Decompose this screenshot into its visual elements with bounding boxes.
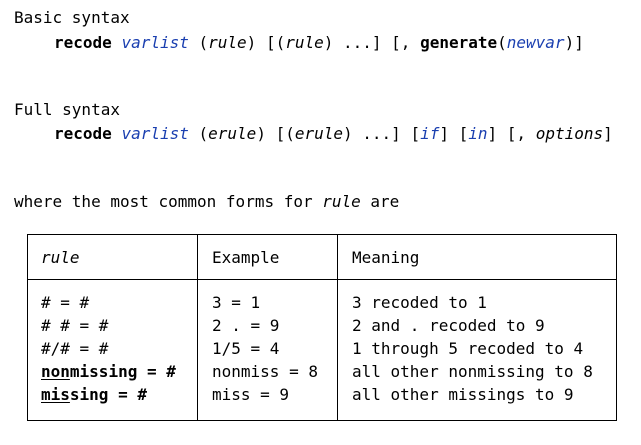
- erule-placeholder: erule: [208, 124, 257, 143]
- paren-mid: ) [(: [246, 33, 286, 52]
- full-syntax-heading: Full syntax: [14, 100, 120, 119]
- table-row-rule: missing = #: [41, 383, 147, 406]
- table-row-rule: # # = #: [41, 316, 109, 335]
- bracket-close: )]: [564, 33, 584, 52]
- table-row-meaning: 3 recoded to 1: [352, 293, 487, 312]
- column-divider: [337, 235, 338, 420]
- recode-command: recode: [54, 124, 112, 143]
- varlist-link[interactable]: varlist: [121, 33, 189, 52]
- ellipsis-bracket: ) ...] [: [343, 124, 421, 143]
- table-row-rule: nonmissing = #: [41, 360, 176, 383]
- basic-syntax-heading: Basic syntax: [14, 8, 130, 27]
- rule-placeholder: rule: [285, 33, 324, 52]
- bracket-sep: ] [,: [487, 124, 536, 143]
- where-sentence: where the most common forms for rule are: [14, 192, 399, 212]
- header-divider: [28, 279, 616, 280]
- generate-option: generate: [420, 33, 498, 52]
- varlist-link[interactable]: varlist: [121, 124, 189, 143]
- rule-placeholder: rule: [208, 33, 247, 52]
- table-row-example: 3 = 1: [212, 293, 261, 312]
- options-placeholder: options: [535, 124, 604, 143]
- bracket-close: ]: [603, 124, 613, 143]
- paren-open: (: [188, 124, 209, 143]
- table-row-example: miss = 9: [212, 385, 290, 404]
- table-row-example: nonmiss = 8: [212, 362, 318, 381]
- table-row-meaning: 1 through 5 recoded to 4: [352, 339, 584, 358]
- table-row-meaning: 2 and . recoded to 9: [352, 316, 545, 335]
- column-divider: [197, 235, 198, 420]
- basic-syntax-line: recode varlist (rule) [(rule) ...] [, ge…: [54, 33, 584, 53]
- table-row-example: 2 . = 9: [212, 316, 280, 335]
- table-row-rule: # = #: [41, 293, 90, 312]
- recode-command: recode: [54, 33, 112, 52]
- header-meaning: Meaning: [352, 248, 420, 267]
- header-example: Example: [212, 248, 280, 267]
- newvar-link[interactable]: newvar: [506, 33, 565, 52]
- header-rule: rule: [41, 248, 80, 267]
- rule-word: rule: [322, 192, 361, 211]
- ellipsis-bracket: ) ...] [,: [323, 33, 421, 52]
- bracket-sep: ] [: [439, 124, 469, 143]
- rule-abbrev: mis: [41, 385, 70, 404]
- table-row-meaning: all other missings to 9: [352, 385, 574, 404]
- table-row-example: 1/5 = 4: [212, 339, 280, 358]
- paren-open: (: [497, 33, 507, 52]
- where-prefix: where the most common forms for: [14, 192, 323, 211]
- paren-open: (: [188, 33, 209, 52]
- rule-rest: missing = #: [69, 362, 176, 381]
- in-link[interactable]: in: [468, 124, 488, 143]
- rule-rest: sing = #: [69, 385, 147, 404]
- paren-mid: ) [(: [256, 124, 295, 143]
- rule-abbrev: non: [41, 362, 70, 381]
- table-row-rule: #/# = #: [41, 339, 109, 358]
- rule-table: rule Example Meaning # = # 3 = 1 3 recod…: [27, 234, 617, 421]
- erule-placeholder: erule: [294, 124, 344, 143]
- full-syntax-line: recode varlist (erule) [(erule) ...] [if…: [54, 124, 613, 144]
- if-link[interactable]: if: [420, 124, 440, 143]
- table-row-meaning: all other nonmissing to 8: [352, 362, 593, 381]
- where-suffix: are: [360, 192, 400, 211]
